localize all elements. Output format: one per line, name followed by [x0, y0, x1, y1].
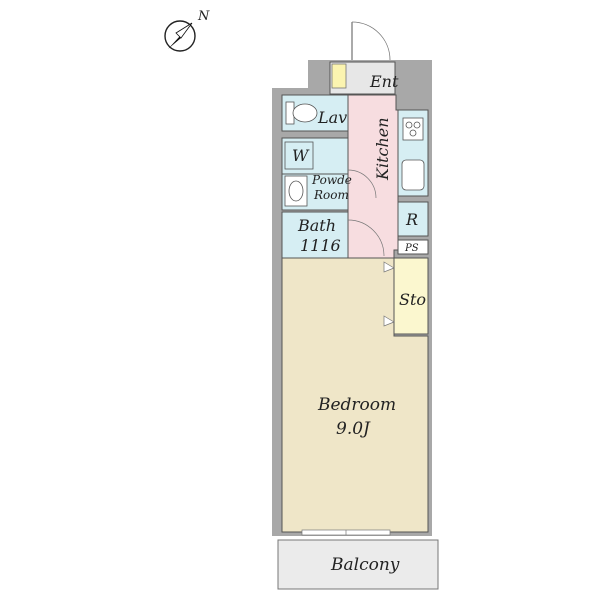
washer-label: W [292, 146, 310, 165]
entrance-label: Ent [369, 72, 399, 91]
powder-room-label-line2: Room [313, 188, 349, 202]
refrigerator-space [397, 201, 429, 237]
storage-door-marker-top [383, 261, 395, 273]
washbasin-icon [284, 175, 308, 207]
balcony-label: Balcony [330, 555, 400, 575]
balcony-floor [277, 539, 439, 590]
toilet-icon [285, 101, 318, 125]
stove-icon [402, 117, 424, 141]
balcony-window[interactable] [301, 529, 391, 536]
entrance-mat [331, 63, 347, 89]
washer-box [284, 141, 314, 170]
entrance-door[interactable] [351, 21, 391, 61]
refrigerator-label: R [405, 210, 418, 229]
north-arrow-icon [164, 20, 196, 52]
kitchen-label: Kitchen [373, 117, 392, 181]
storage-door-marker-bottom [383, 315, 395, 327]
bath-label-line1: Bath [297, 216, 336, 235]
pipe-space [397, 239, 429, 255]
storage-closet [393, 257, 429, 335]
powder-room-label-line1: Powde [311, 173, 352, 187]
north-label: N [197, 9, 210, 24]
bedroom-label-line1: Bedroom [317, 395, 396, 415]
lavatory-label: Lav [317, 108, 347, 127]
sink-icon [401, 159, 425, 191]
bedroom-label-line2: 9.0J [336, 419, 371, 439]
pipe-space-label: PS [404, 243, 419, 254]
storage-label: Sto [399, 290, 426, 309]
bath-label-line2: 1116 [300, 236, 341, 255]
